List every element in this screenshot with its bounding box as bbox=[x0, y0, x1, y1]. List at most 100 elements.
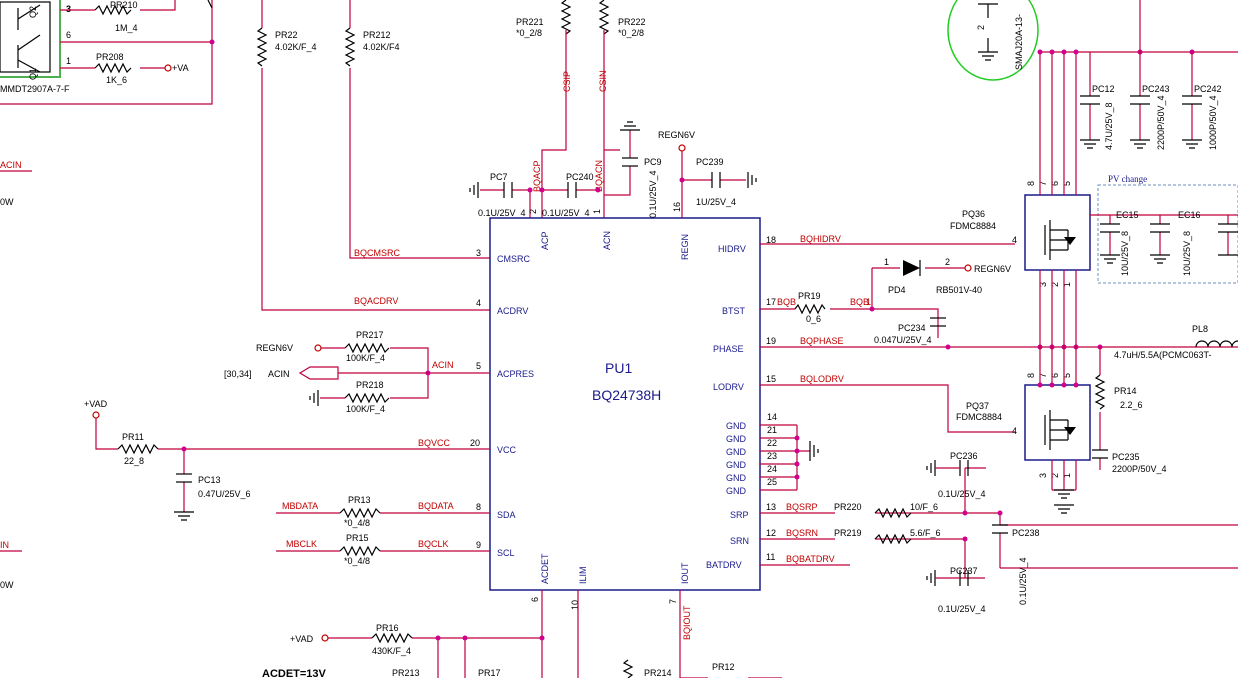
pin-num-acdet: 6 bbox=[530, 597, 540, 602]
pc12-ref: PC12 bbox=[1092, 84, 1115, 94]
pin-num-srp: 13 bbox=[766, 502, 776, 512]
gnd-label-4: GND bbox=[726, 460, 747, 470]
pc7-ref: PC7 bbox=[490, 172, 508, 182]
pin-num-vcc: 20 bbox=[470, 438, 480, 448]
pr15-val: *0_4/8 bbox=[344, 556, 370, 566]
pc234-ref: PC234 bbox=[898, 323, 926, 333]
dual-transistor-block: Q2 Q1 3 6 1 MMDT2907A-7-F bbox=[0, 0, 71, 94]
pr220-val: 10/F_6 bbox=[910, 502, 938, 512]
pin-name-acn: ACN bbox=[602, 231, 612, 250]
pc234-val: 0.047U/25V_4 bbox=[874, 335, 932, 345]
pq36-pin5: 5 bbox=[1062, 181, 1072, 186]
gnd-pin-24: 24 bbox=[767, 464, 777, 474]
gnd-label-6: GND bbox=[726, 486, 747, 496]
pr217-val: 100K/F_4 bbox=[346, 353, 385, 363]
pin-name-phase: PHASE bbox=[713, 344, 744, 354]
pd4-pin1: 1 bbox=[884, 257, 889, 267]
pc9-ref: PC9 bbox=[644, 157, 662, 167]
pr19-ref: PR19 bbox=[798, 291, 821, 301]
net-mbdata: MBDATA bbox=[282, 501, 318, 511]
net-acin: ACIN bbox=[432, 360, 454, 370]
pq36-pin8: 8 bbox=[1026, 181, 1036, 186]
pin-name-regn: REGN bbox=[680, 234, 690, 260]
gnd-label-3: GND bbox=[726, 447, 747, 457]
ec15-val: 10U/25V_8 bbox=[1120, 231, 1130, 276]
ic-part: BQ24738H bbox=[592, 387, 661, 403]
pin-num-phase: 19 bbox=[766, 336, 776, 346]
net-bqclk: BQCLK bbox=[418, 539, 449, 549]
pin-name-srn: SRN bbox=[730, 536, 749, 546]
pc242-ref: PC242 bbox=[1194, 84, 1222, 94]
pr217-ref: PR217 bbox=[356, 330, 384, 340]
pc13-val: 0.47U/25V_6 bbox=[198, 489, 251, 499]
pin-name-sda: SDA bbox=[497, 510, 516, 520]
net-bqbatdrv: BQBATDRV bbox=[786, 554, 835, 564]
pr13-val: *0_4/8 bbox=[344, 518, 370, 528]
pin-num-acp: 2 bbox=[528, 209, 538, 214]
pin-name-acp: ACP bbox=[540, 231, 550, 250]
pin-num-sda: 8 bbox=[476, 502, 481, 512]
regn-top-label: REGN6V bbox=[658, 130, 695, 140]
pc239-val: 1U/25V_4 bbox=[696, 197, 736, 207]
pq37-pin2: 2 bbox=[1050, 473, 1060, 478]
csin-net: CSIN bbox=[598, 70, 608, 92]
pd4-pin2: 2 bbox=[945, 257, 950, 267]
pr12-ref: PR12 bbox=[712, 662, 735, 672]
pr221-ref: PR221 bbox=[516, 17, 544, 27]
pl8-val: 4.7uH/5.5A(PCMC063T- bbox=[1114, 350, 1212, 360]
vad1-label: +VAD bbox=[84, 399, 108, 409]
q2-label: Q2 bbox=[28, 6, 38, 18]
ic-pu1: PU1 BQ24738H 2 ACP 1 ACN 16 REGN CMSRC 3… bbox=[470, 202, 819, 640]
pin-name-lodrv: LODRV bbox=[713, 382, 744, 392]
bqiout-net: BQIOUT bbox=[682, 605, 692, 640]
pc239-ref: PC239 bbox=[696, 157, 724, 167]
pr219-val: 5.6/F_6 bbox=[910, 528, 941, 538]
pin-name-iout: IOUT bbox=[680, 562, 690, 584]
diode-pin2: 2 bbox=[976, 25, 986, 30]
pin-num-iout: 7 bbox=[668, 599, 678, 604]
pin-name-srp: SRP bbox=[730, 510, 749, 520]
input-caps: PC12 4.7U/25V_8 PC243 2200P/50V_4 PC242 … bbox=[1080, 52, 1222, 150]
pq36-pin2: 2 bbox=[1050, 282, 1060, 287]
pc235-val: 2200P/50V_4 bbox=[1112, 464, 1167, 474]
pc7-val: 0.1U/25V_4 bbox=[478, 208, 526, 218]
pin-num-lodrv: 15 bbox=[766, 374, 776, 384]
pc237-val: 0.1U/25V_4 bbox=[938, 604, 986, 614]
net-bqcmsrc: BQCMSRC bbox=[354, 248, 401, 258]
acin-port-ref: [30,34] bbox=[224, 369, 252, 379]
pr16-val: 430K/F_4 bbox=[372, 646, 411, 656]
pc236-val: 0.1U/25V_4 bbox=[938, 489, 986, 499]
pin-name-scl: SCL bbox=[497, 548, 515, 558]
pq36-pin1: 1 bbox=[1062, 282, 1072, 287]
bqb-pin-1: 1 bbox=[866, 297, 871, 307]
net-bqb-left: BQB bbox=[777, 297, 796, 307]
edge-in-label: IN bbox=[0, 540, 9, 550]
acin-port-name: ACIN bbox=[268, 369, 290, 379]
q1-label: Q1 bbox=[28, 68, 38, 80]
q-part-label: MMDT2907A-7-F bbox=[0, 84, 70, 94]
gnd-pin-group: GND GND GND GND GND GND 14 21 22 23 24 2… bbox=[726, 412, 819, 496]
pin-name-hidrv: HIDRV bbox=[718, 244, 746, 254]
pin-num-acn: 1 bbox=[592, 209, 602, 214]
net-bqlodrv: BQLODRV bbox=[800, 374, 844, 384]
pv-change-label: PV change bbox=[1108, 174, 1147, 184]
pr15-ref: PR15 bbox=[346, 533, 369, 543]
q-pin-3: 3 bbox=[66, 4, 71, 14]
pr14-val: 2.2_6 bbox=[1120, 400, 1143, 410]
pq36-pin7: 7 bbox=[1038, 181, 1048, 186]
pin-num-scl: 9 bbox=[476, 540, 481, 550]
pr219-ref: PR219 bbox=[834, 528, 862, 538]
gnd-label-5: GND bbox=[726, 473, 747, 483]
pq37-pin7: 7 bbox=[1038, 373, 1048, 378]
pc238-ref: PC238 bbox=[1012, 528, 1040, 538]
pr217-net: REGN6V bbox=[256, 343, 293, 353]
gnd-label-1: GND bbox=[726, 421, 747, 431]
pd4-val: RB501V-40 bbox=[936, 285, 982, 295]
gnd-pin-14: 14 bbox=[767, 412, 777, 422]
pl8-ref: PL8 bbox=[1192, 324, 1208, 334]
pr210-ref: PR210 bbox=[110, 0, 138, 10]
pr212-val: 4.02K/F4 bbox=[363, 42, 400, 52]
pq37-ref: PQ37 bbox=[966, 401, 989, 411]
gnd-label-2: GND bbox=[726, 434, 747, 444]
